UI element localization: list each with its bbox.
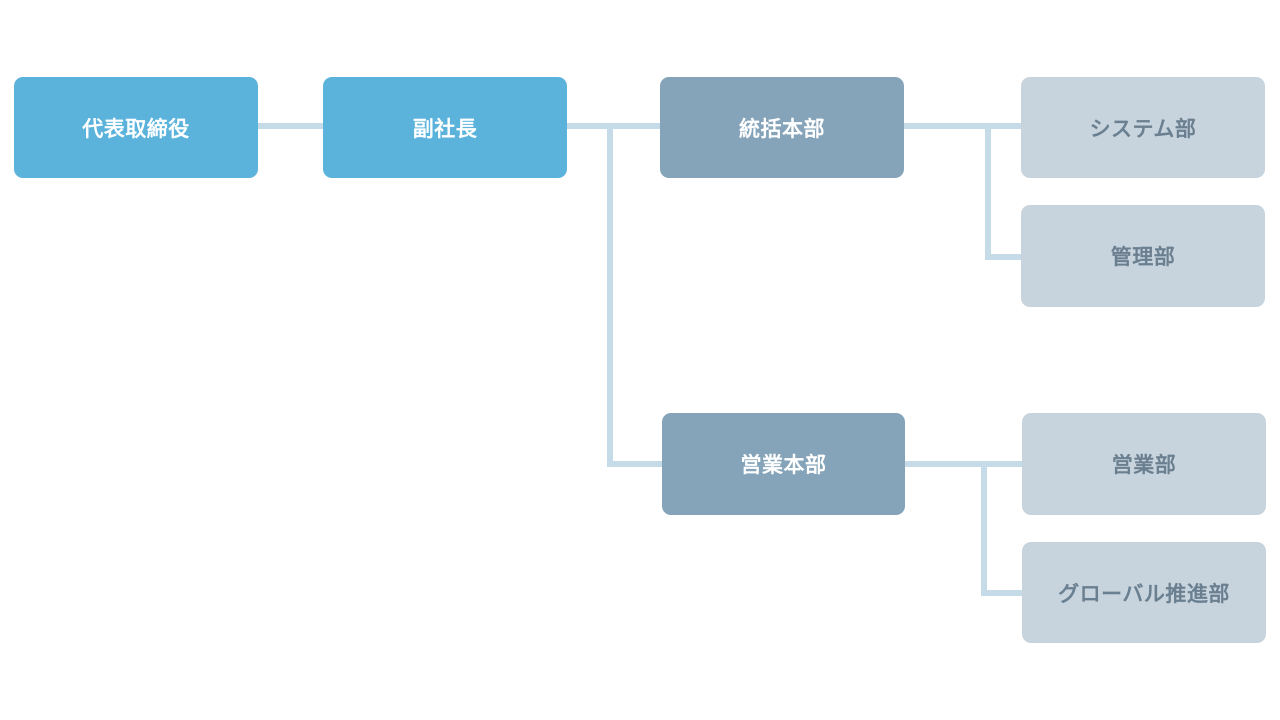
connector-vp-trunk (566, 123, 661, 129)
node-vice-president: 副社長 (323, 77, 567, 178)
node-sales-dept: 営業部 (1022, 413, 1266, 515)
connector-hq1-trunk (903, 123, 1022, 129)
node-ceo: 代表取締役 (14, 77, 258, 178)
connector-hq1-vertical (985, 123, 991, 260)
connector-hq2-vertical (981, 461, 987, 596)
connector-ceo-vp (257, 123, 324, 129)
connector-to-global (981, 590, 1023, 596)
node-admin-dept: 管理部 (1021, 205, 1265, 307)
connector-hq2-trunk (904, 461, 1023, 467)
connector-vp-vertical (607, 123, 613, 467)
connector-to-admin (985, 254, 1022, 260)
node-global-dept: グローバル推進部 (1022, 542, 1266, 643)
node-system-dept: システム部 (1021, 77, 1265, 178)
node-sales-hq: 営業本部 (662, 413, 905, 515)
connector-to-sales-hq (607, 461, 663, 467)
node-general-hq: 統括本部 (660, 77, 904, 178)
